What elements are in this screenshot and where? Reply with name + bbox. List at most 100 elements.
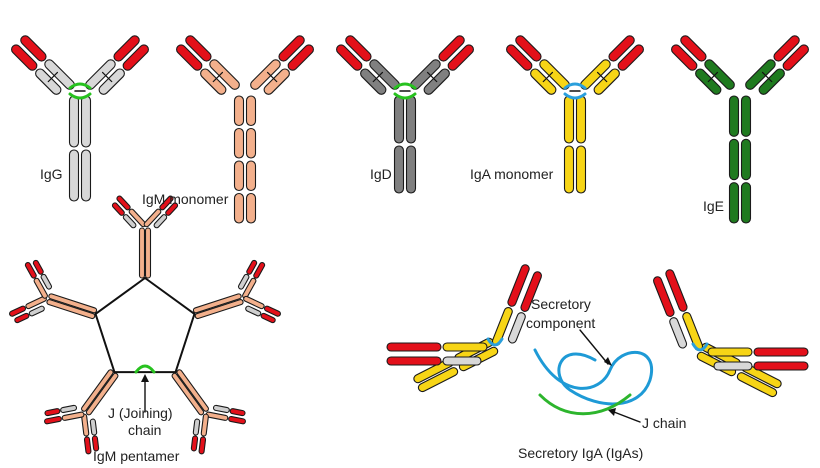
pentamer-arm-variable — [24, 262, 37, 279]
pentamer-arm-variable — [263, 305, 281, 317]
igd-light-variable — [336, 44, 363, 71]
label-secretory-component-1: Secretory — [531, 296, 591, 312]
igm-monomer-heavy-constant — [250, 59, 281, 90]
pentamer-arm-constant — [33, 277, 48, 299]
pentamer-disulfide-ring — [94, 312, 116, 374]
siga-left-side-variable — [386, 342, 442, 352]
ige-stem-domain — [740, 138, 752, 181]
igd-hinge — [393, 92, 417, 100]
pentamer-light-constant — [40, 273, 53, 290]
igg-stem-domain — [68, 149, 80, 202]
igg-light-heavy-bridge — [47, 71, 59, 83]
pentamer-arm-constant — [200, 413, 209, 437]
igm-monomer-light-heavy-bridge — [212, 71, 224, 83]
igg-stem-domain — [80, 95, 92, 148]
igg-hinge — [68, 92, 92, 100]
iga-monomer-light-heavy-bridge — [596, 71, 608, 83]
ige-stem-domain — [740, 95, 752, 137]
pentamer-arm-variable — [44, 415, 62, 425]
pentamer-stem — [48, 293, 98, 314]
igg-light-variable — [11, 44, 38, 71]
antibody-drawing — [9, 35, 809, 455]
label-igm-monomer: IgM monomer — [142, 191, 229, 207]
iga-monomer-stem-domain — [575, 145, 587, 194]
igm-monomer-light-variable — [176, 44, 203, 71]
igd-stem-domain — [405, 95, 417, 144]
igm-monomer-stem-domain — [233, 95, 245, 127]
secretory-component — [533, 348, 654, 406]
pentamer-light-variable — [246, 259, 258, 275]
pentamer-stem — [194, 299, 244, 320]
ige-stem-domain — [728, 138, 740, 181]
ige-heavy-constant — [745, 59, 776, 90]
siga-right-side-variable — [753, 347, 809, 357]
pentamer-stem — [176, 369, 209, 412]
siga-left-light-constant — [507, 312, 526, 344]
igd-heavy-constant — [410, 59, 441, 90]
siga-right-side-light-variable — [753, 361, 809, 371]
igm-monomer-light-heavy-bridge — [266, 71, 278, 83]
pentamer-arm-constant — [243, 295, 265, 310]
igm-monomer-stem-domain — [233, 160, 245, 192]
pentamer-stem — [171, 372, 205, 416]
pentamer-arm-variable — [116, 195, 131, 211]
ige-light-heavy-bridge — [761, 71, 773, 83]
igm-monomer-stem-domain — [245, 160, 257, 192]
pentamer-light-constant — [153, 214, 168, 229]
igm-monomer-heavy-variable — [278, 35, 305, 62]
ige-heavy-variable — [773, 35, 800, 62]
iga-monomer-heavy-variable — [515, 35, 542, 62]
iga-monomer-light-heavy-bridge — [542, 71, 554, 83]
siga-left-side-light-constant — [442, 356, 482, 366]
j-chain-pointer-siga-arrowhead — [608, 408, 616, 416]
iga-monomer-stem-domain — [575, 95, 587, 144]
pentamer-light-variable — [32, 259, 44, 275]
siga-j-chain — [538, 393, 632, 416]
pentamer-light-constant — [237, 273, 250, 290]
pentamer-arm-variable — [9, 305, 27, 317]
pentamer-arm-variable — [253, 262, 266, 279]
pentamer-disulfide-ring — [174, 312, 196, 374]
pentamer-arm-constant — [61, 411, 85, 421]
label-j-chain-pentamer-1: J (Joining) — [108, 405, 173, 421]
pentamer-arm-variable — [228, 415, 246, 425]
pentamer-light-constant — [89, 418, 98, 436]
secretory-component-pointer — [579, 329, 609, 365]
pentamer-light-variable — [190, 435, 199, 452]
pentamer-disulfide-ring — [94, 277, 146, 315]
iga-monomer-stem-domain — [563, 145, 575, 194]
iga-monomer-light-variable — [617, 44, 644, 71]
pentamer-light-constant — [212, 404, 230, 414]
ige-heavy-variable — [680, 35, 707, 62]
siga-left-stem — [417, 367, 459, 393]
iga-monomer-hinge — [563, 82, 587, 90]
siga-right-stem — [736, 372, 778, 398]
pentamer-arm-variable — [83, 436, 92, 455]
siga-right-side-constant — [707, 347, 753, 357]
igd-heavy-variable — [438, 35, 465, 62]
siga-left-side-light-variable — [386, 356, 442, 366]
igm-monomer-stem-domain — [245, 192, 257, 224]
pentamer-light-variable — [44, 408, 61, 417]
siga-right-hinge — [691, 342, 709, 352]
label-iga-monomer: IgA monomer — [470, 166, 554, 182]
iga-monomer-stem-domain — [563, 95, 575, 144]
ige-light-variable — [671, 44, 698, 71]
igg-heavy-variable — [113, 35, 140, 62]
pentamer-light-variable — [229, 408, 246, 417]
igm-monomer-heavy-constant — [209, 59, 240, 90]
pentamer-light-constant — [192, 418, 201, 436]
pentamer-disulfide-ring — [144, 277, 196, 315]
igd-heavy-constant — [369, 59, 400, 90]
ige-stem-domain — [728, 182, 740, 224]
igg-hinge — [68, 82, 92, 90]
pentamer-stem — [46, 299, 96, 320]
label-j-chain-pentamer-2: chain — [128, 422, 161, 438]
igg-heavy-constant — [85, 59, 116, 90]
pentamer-light-variable — [165, 202, 179, 216]
pentamer-light-variable — [260, 312, 276, 324]
label-secretory-iga: Secretory IgA (IgAs) — [518, 445, 643, 461]
igg-stem-domain — [80, 149, 92, 202]
siga-right-arm-variable — [665, 269, 688, 312]
